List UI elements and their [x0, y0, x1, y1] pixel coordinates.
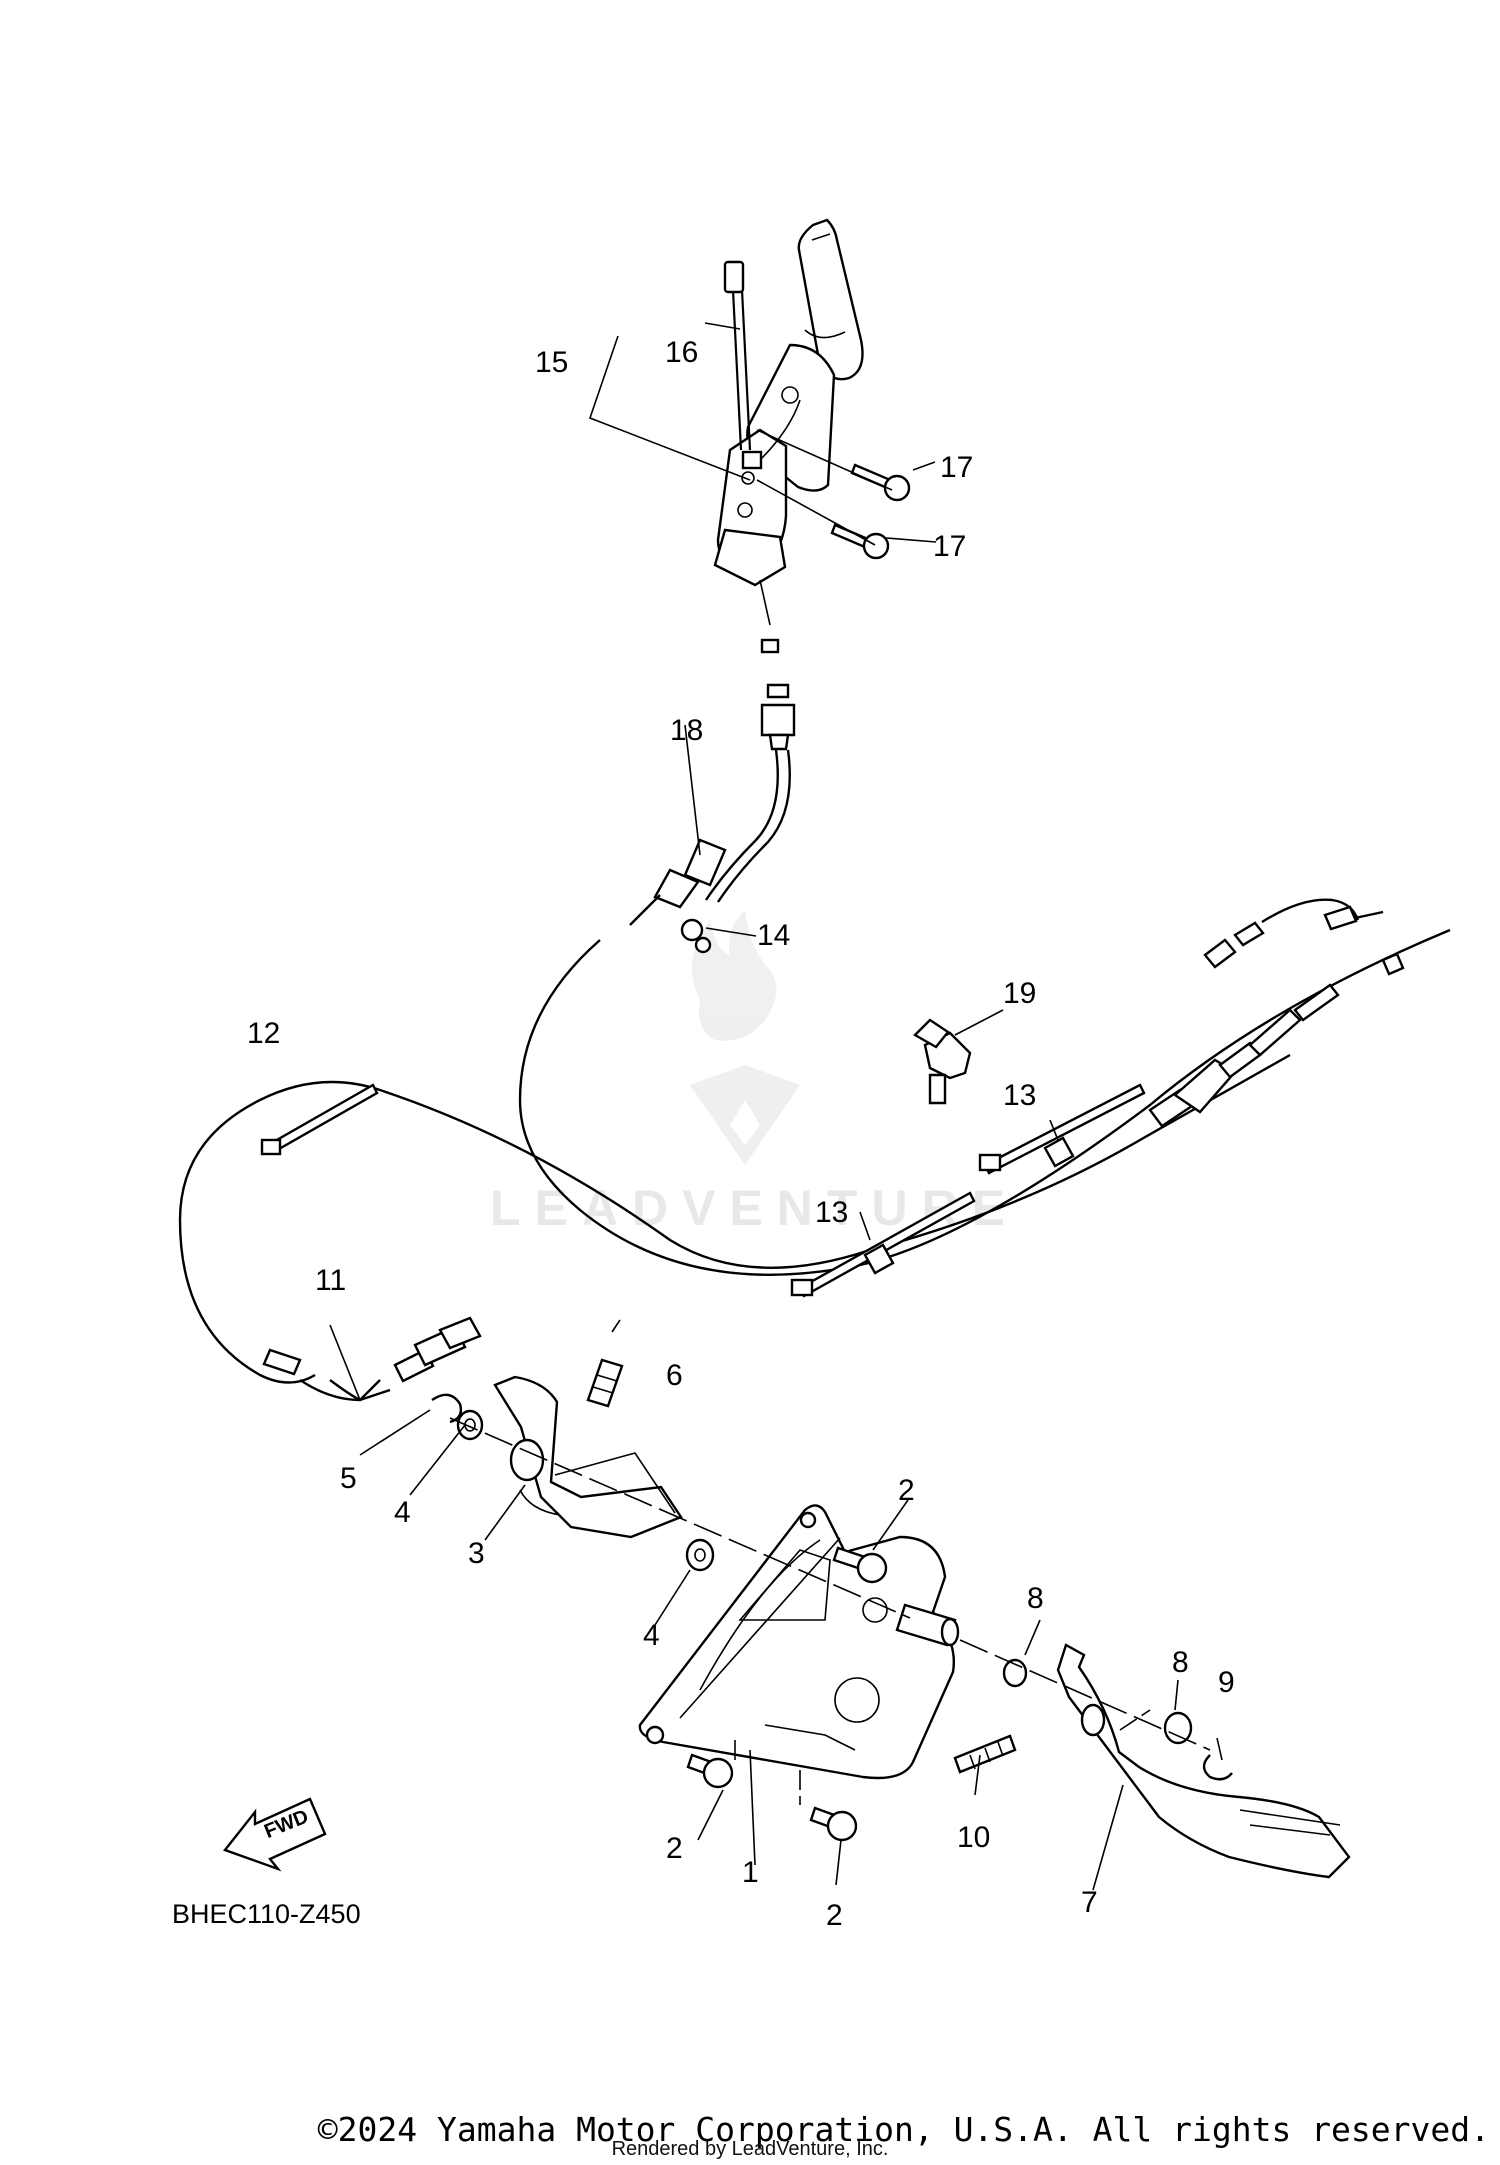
callout-2-bottom: 2: [826, 1899, 843, 1932]
callout-2-top: 2: [898, 1474, 915, 1507]
fwd-arrow-icon: FWD: [223, 1797, 327, 1872]
callout-17-upper: 17: [940, 451, 973, 484]
rendered-by-notice: Rendered by LeadVenture, Inc.: [611, 2138, 889, 2160]
diagram-code: BHEC110-Z450: [172, 1899, 361, 1929]
callout-1: 1: [742, 1856, 759, 1889]
cable-tie-12: [260, 1083, 379, 1156]
copyright-notice: ©2024 Yamaha Motor Corporation, U.S.A. A…: [317, 2110, 1490, 2149]
brake-pedal-7: [1056, 1643, 1351, 1879]
callout-4-right: 4: [643, 1619, 660, 1652]
clip-14: [680, 918, 757, 954]
cable-tie-13-upper: [978, 1083, 1146, 1175]
clip-5: [431, 1393, 463, 1424]
callout-13-upper: 13: [1003, 1079, 1036, 1112]
callouts: 1 2 2 2 3 4 4 5 6 7 8 8 9 10 11 12 13 13…: [247, 336, 1235, 1932]
callout-16: 16: [665, 336, 698, 369]
callout-18: 18: [670, 714, 703, 747]
washer-4-right: [685, 1538, 715, 1572]
brake-cable-11: [178, 983, 1340, 1402]
callout-4-left: 4: [394, 1496, 411, 1529]
callout-9: 9: [1218, 1666, 1235, 1699]
pedal-bracket-1: [638, 1504, 955, 1780]
spring-10: [953, 1734, 1017, 1774]
callout-13-lower: 13: [815, 1196, 848, 1229]
pedal-pivot-shaft: [895, 1603, 960, 1647]
leader-lines: [359, 1409, 1223, 1891]
spring-6: [586, 1319, 624, 1408]
bolts-2: [686, 1546, 888, 1842]
handbrake-lever-assembly: [588, 218, 937, 587]
cable-tie-13-lower: [790, 1191, 976, 1298]
lever-3: [493, 1375, 683, 1539]
callout-8-right: 8: [1172, 1646, 1189, 1679]
callout-8-left: 8: [1027, 1582, 1044, 1615]
callout-15: 15: [535, 346, 568, 379]
callout-11: 11: [315, 1264, 346, 1297]
assembly-lines: [449, 1417, 1211, 1805]
watermark-text: LEADVENTURE: [490, 1180, 1019, 1236]
callout-2-left: 2: [666, 1832, 683, 1865]
callout-7: 7: [1081, 1886, 1098, 1919]
callout-5: 5: [340, 1462, 357, 1495]
callout-10: 10: [957, 1821, 990, 1854]
callout-6: 6: [666, 1359, 683, 1392]
brake-cable-18: [518, 579, 1451, 1276]
callout-3: 3: [468, 1537, 485, 1570]
callout-12: 12: [247, 1017, 280, 1050]
clip-9: [1202, 1754, 1233, 1781]
holder-19: [913, 1009, 1004, 1105]
washer-4-left: [456, 1409, 484, 1441]
callout-17-lower: 17: [933, 530, 966, 563]
callout-19: 19: [1003, 977, 1036, 1010]
callout-14: 14: [757, 919, 790, 952]
